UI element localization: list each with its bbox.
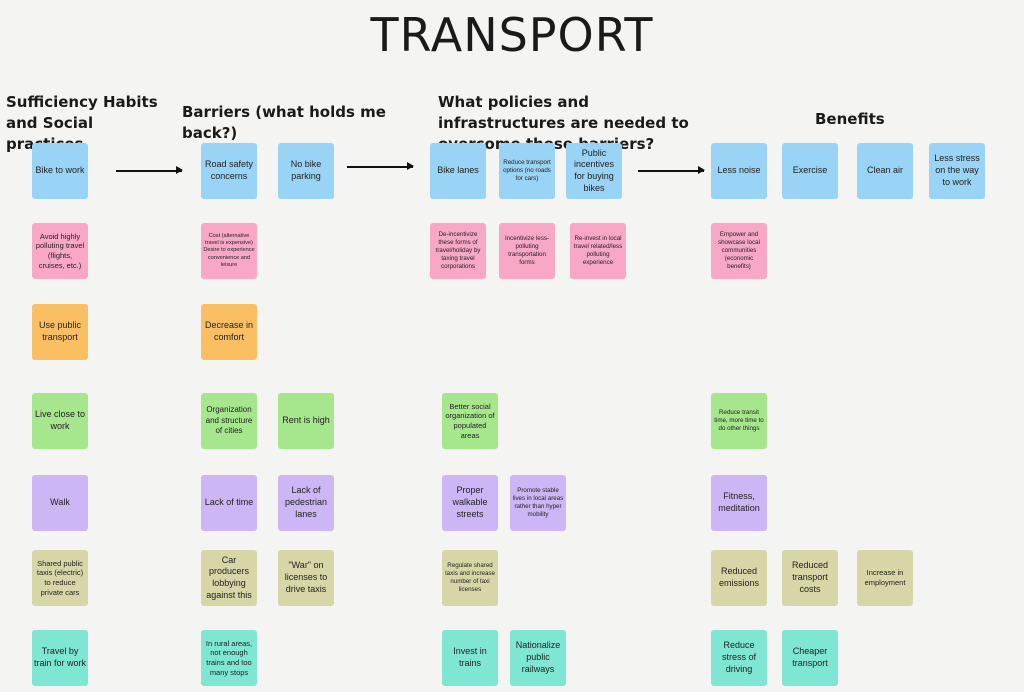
sticky-note-cost[interactable]: Cost (alternative travel is expensive) D… (201, 223, 257, 279)
arrow-barriers-to-policies (347, 163, 414, 169)
sticky-note-clean-air[interactable]: Clean air (857, 143, 913, 199)
sticky-note-reduce-stress-driving[interactable]: Reduce stress of driving (711, 630, 767, 686)
sticky-note-deincentivize[interactable]: De-incentivize these forms of travel/hol… (430, 223, 486, 279)
sticky-note-nationalize[interactable]: Nationalize public railways (510, 630, 566, 686)
sticky-note-less-noise[interactable]: Less noise (711, 143, 767, 199)
sticky-note-war-licenses[interactable]: "War" on licenses to drive taxis (278, 550, 334, 606)
sticky-note-promote-stable[interactable]: Promote stable lives in local areas rath… (510, 475, 566, 531)
sticky-note-live-close[interactable]: Live close to work (32, 393, 88, 449)
sticky-note-exercise[interactable]: Exercise (782, 143, 838, 199)
sticky-note-lack-time[interactable]: Lack of time (201, 475, 257, 531)
sticky-note-road-safety[interactable]: Road safety concerns (201, 143, 257, 199)
arrow-policies-to-benefits (638, 167, 705, 173)
sticky-note-empower[interactable]: Empower and showcase local communities (… (711, 223, 767, 279)
sticky-note-bike-to-work[interactable]: Bike to work (32, 143, 88, 199)
sticky-note-decrease-comfort[interactable]: Decrease in comfort (201, 304, 257, 360)
sticky-note-reduce-transit[interactable]: Reduce transit time, more time to do oth… (711, 393, 767, 449)
sticky-note-rent-high[interactable]: Rent is high (278, 393, 334, 449)
sticky-note-walk[interactable]: Walk (32, 475, 88, 531)
sticky-note-fitness[interactable]: Fitness, meditation (711, 475, 767, 531)
sticky-note-no-bike-parking[interactable]: No bike parking (278, 143, 334, 199)
sticky-note-incentivize[interactable]: Incentivize less-polluting transportatio… (499, 223, 555, 279)
sticky-note-shared-taxis[interactable]: Shared public taxis (electric) to reduce… (32, 550, 88, 606)
sticky-note-better-social[interactable]: Better social organization of populated … (442, 393, 498, 449)
sticky-note-rural-areas[interactable]: In rural areas, not enough trains and to… (201, 630, 257, 686)
sticky-note-car-producers[interactable]: Car producers lobbying against this (201, 550, 257, 606)
sticky-note-reinvest[interactable]: Re-invest in local travel related/less p… (570, 223, 626, 279)
sticky-note-reduce-transport-options[interactable]: Reduce transport options (no roads for c… (499, 143, 555, 199)
sticky-note-reduced-costs[interactable]: Reduced transport costs (782, 550, 838, 606)
sticky-note-increase-employment[interactable]: Increase in employment (857, 550, 913, 606)
sticky-note-regulate-taxis[interactable]: Regulate shared taxis and increase numbe… (442, 550, 498, 606)
sticky-note-organization-cities[interactable]: Organization and structure of cities (201, 393, 257, 449)
sticky-note-less-stress[interactable]: Less stress on the way to work (929, 143, 985, 199)
header-benefits: Benefits (815, 110, 885, 128)
sticky-note-invest-trains[interactable]: Invest in trains (442, 630, 498, 686)
sticky-note-reduced-emissions[interactable]: Reduced emissions (711, 550, 767, 606)
header-barriers: Barriers (what holds me back?) (182, 103, 386, 142)
sticky-note-lack-pedestrian[interactable]: Lack of pedestrian lanes (278, 475, 334, 531)
sticky-note-public-incentives[interactable]: Public incentives for buying bikes (566, 143, 622, 199)
sticky-note-travel-train[interactable]: Travel by train for work (32, 630, 88, 686)
sticky-note-avoid-polluting[interactable]: Avoid highly polluting travel (flights, … (32, 223, 88, 279)
header-habits: Sufficiency Habits and Social practices (6, 93, 158, 153)
arrow-habits-to-barriers (116, 167, 183, 173)
board-title: TRANSPORT (370, 8, 654, 62)
sticky-note-use-public-transport[interactable]: Use public transport (32, 304, 88, 360)
sticky-note-cheaper-transport[interactable]: Cheaper transport (782, 630, 838, 686)
sticky-note-proper-walkable[interactable]: Proper walkable streets (442, 475, 498, 531)
sticky-note-bike-lanes[interactable]: Bike lanes (430, 143, 486, 199)
